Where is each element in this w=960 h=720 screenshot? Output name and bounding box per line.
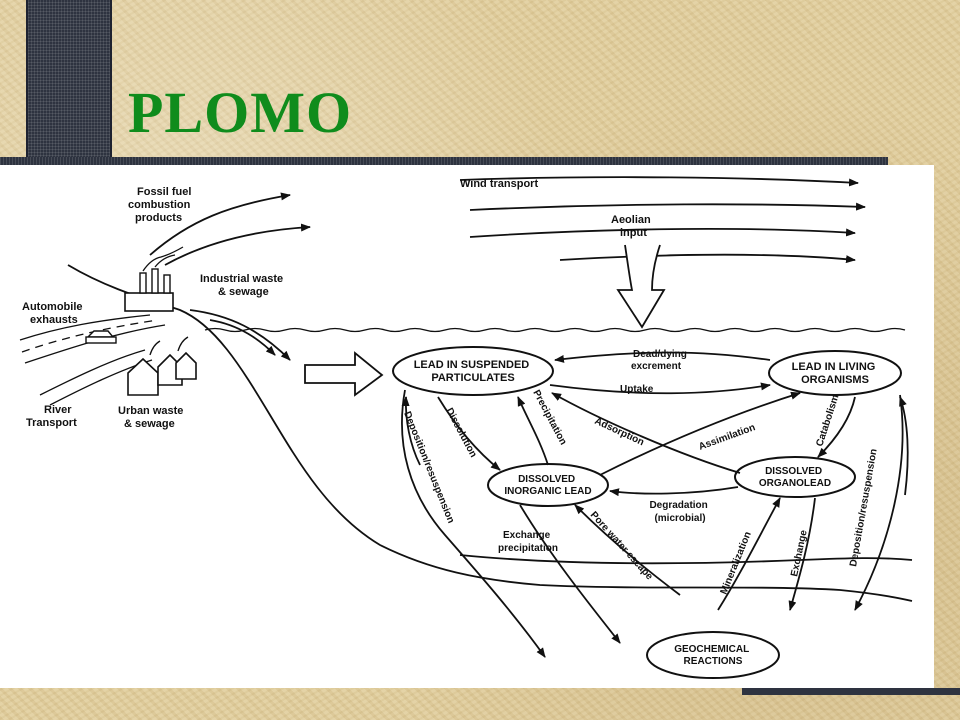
title-side-bar [26,0,112,162]
catabolism-arrow [817,396,856,458]
industrial-arrow [189,309,291,361]
dead-dying-label: Dead/dying excrement [631,349,690,372]
title-divider-rule [0,157,888,165]
water-surface-line [204,327,906,333]
factory-icon [124,246,184,312]
river-label: River Transport [26,404,77,429]
river-input-arrow [304,351,384,397]
pore-water-arrow [574,504,681,596]
fossil-fuel-arrow-2 [164,223,311,266]
lead-cycle-diagram: Fossil fuel combustion products Industri… [0,165,934,688]
dissolution-arrow [437,396,501,471]
dissolution-label: Dissolution [443,406,478,459]
deposition-right-label: Deposition/resuspension [848,448,880,568]
lead-suspended-label: LEAD IN SUSPENDED PARTICULATES [414,359,533,384]
exchange-label: Exchange [789,529,810,578]
lead-living-label: LEAD IN LIVING ORGANISMS [792,361,879,386]
aeolian-label: Aeolian input [611,214,654,239]
pore-water-label: Pore water escape [588,510,655,583]
exchange-precip-arrow [519,504,621,644]
wind-transport-label: Wind transport [460,178,538,190]
aeolian-input-arrow [616,244,666,329]
lead-suspended-node [392,346,554,396]
deposition-left-label: Deposition/resuspension [401,410,456,525]
sediment-line [459,554,913,565]
mineralization-arrow [717,497,781,611]
deposition-right-up-arrow [899,396,909,496]
fossil-fuel-label: Fossil fuel combustion products [128,186,194,224]
inorganic-lead-label: DISSOLVED INORGANIC LEAD [504,474,591,497]
automobile-label: Automobile exhausts [22,301,86,326]
fossil-fuel-arrow [149,192,291,256]
degradation-arrow [609,486,739,497]
uptake-arrow [549,382,771,395]
degradation-label: Degradation (microbial) [649,500,710,524]
slide-title: PLOMO [128,80,353,145]
adsorption-label: Adsorption [593,416,646,449]
uptake-label: Uptake [620,384,654,395]
precipitation-label: Precipitation [530,388,568,447]
hill-slope-line [67,264,913,602]
houses-icon [127,336,197,396]
assimilation-arrow [599,391,801,476]
footer-divider-rule [742,688,960,695]
industrial-label: Industrial waste & sewage [200,273,286,298]
wind-arrow-2 [469,202,866,211]
organolead-label: DISSOLVED ORGANOLEAD [759,466,831,489]
exchange-arrow [788,497,816,611]
catabolism-label: Catabolism [814,393,841,448]
inorganic-lead-node [487,463,609,507]
adsorption-arrow [551,392,741,474]
river-line-upper [39,349,146,396]
exchange-precip-label: Exchange precipitation [498,530,558,554]
geochemical-label: GEOCHEMICAL REACTIONS [674,644,752,667]
urban-label: Urban waste & sewage [118,405,186,430]
precipitation-arrow [517,396,549,466]
deposition-left-arrow [401,389,546,658]
road-line-upper [19,314,151,341]
wind-arrow-1 [459,176,859,187]
deposition-left-up-arrow [401,396,421,466]
wind-arrow-4 [559,253,856,264]
geochemical-node [646,631,780,679]
organolead-node [734,456,856,498]
industrial-arrow-2 [209,319,276,356]
car-icon [85,330,117,344]
deposition-right-arrow [854,394,904,611]
wind-arrow-3 [469,228,856,238]
lead-living-node [768,350,902,396]
dead-dying-arrow [554,351,771,363]
road-center-dashes [21,319,159,353]
